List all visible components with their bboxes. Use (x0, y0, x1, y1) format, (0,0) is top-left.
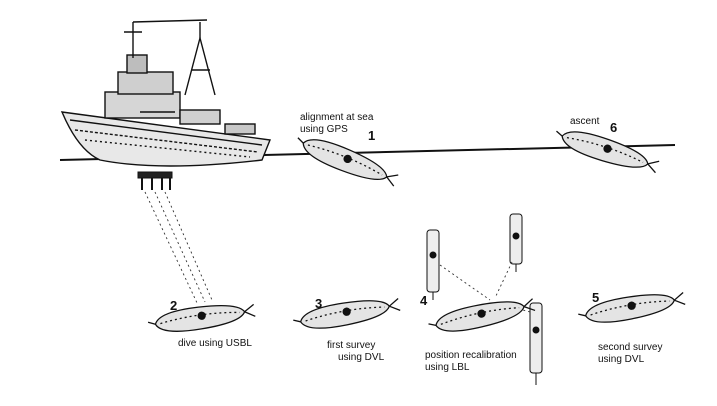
stage-4-caption-line-2: using LBL (425, 362, 470, 373)
stage-5-caption-line-1: second survey (598, 342, 663, 353)
lbl-transponder-top (509, 213, 523, 272)
stage-6-number: 6 (610, 120, 618, 135)
usbl-acoustic-beams (144, 191, 213, 306)
auv-stage-2 (146, 298, 257, 337)
support-ship (60, 19, 271, 167)
auv-stage-1 (291, 129, 401, 192)
usbl-transducer (137, 171, 173, 190)
stage-3-caption-line-2: using DVL (338, 352, 385, 363)
lbl-transponder-left (426, 229, 440, 300)
stage-5-caption-line-2: using DVL (598, 354, 645, 365)
stage-1-caption-line-2: using GPS (300, 124, 348, 135)
stage-1-caption-line-1: alignment at sea (300, 112, 374, 123)
stage-2-number: 2 (170, 298, 178, 313)
stage-4-number: 4 (420, 293, 428, 308)
stage-1-number: 1 (368, 128, 376, 143)
auv-stage-6 (551, 122, 662, 179)
lbl-transponder-bottom (529, 302, 543, 385)
stage-2-caption-line-1: dive using USBL (178, 338, 252, 349)
auv-stage-4 (426, 293, 537, 339)
stage-3-number: 3 (315, 296, 323, 311)
stage-5-number: 5 (592, 290, 600, 305)
stage-4-caption-line-1: position recalibration (425, 350, 517, 361)
auv-stage-3 (291, 292, 402, 335)
stage-6-caption-line-1: ascent (570, 116, 600, 127)
stage-3-caption-line-1: first survey (327, 340, 376, 351)
